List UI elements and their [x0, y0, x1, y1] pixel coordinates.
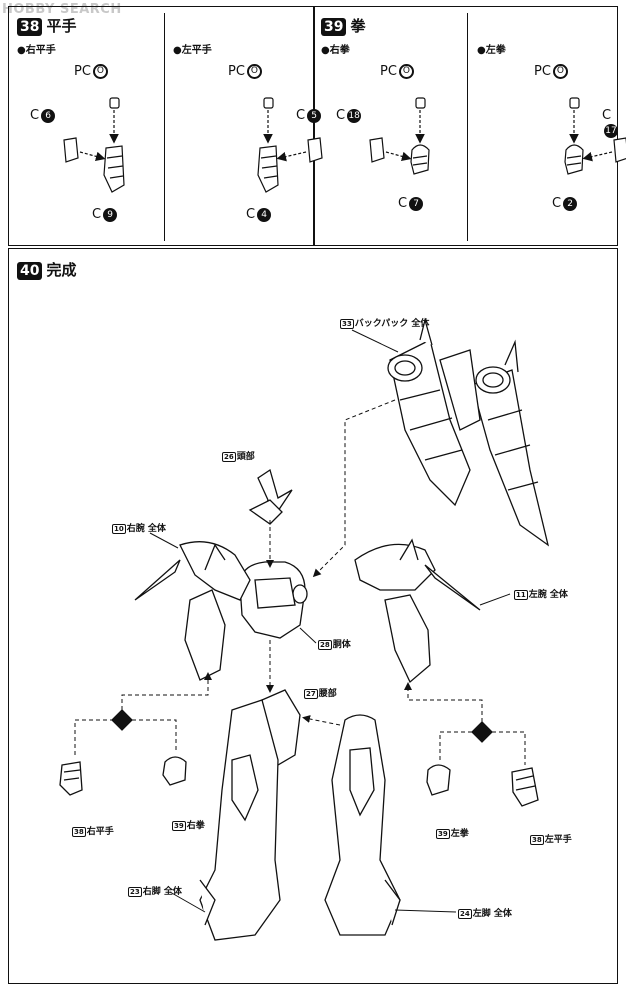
sub-title-left-flat: ●左平手 — [173, 45, 212, 56]
left-arm-illustration — [354, 538, 481, 684]
assembled-right-fist — [162, 756, 187, 786]
divider — [467, 13, 468, 241]
hand-assembly-illustration — [257, 97, 323, 193]
step-title: 完成 — [46, 261, 77, 279]
step-number: 38 — [17, 18, 43, 36]
watermark: HOBBY SEARCH — [2, 2, 122, 17]
option-marker — [111, 709, 133, 731]
hand-assembly-illustration — [369, 97, 430, 175]
assembled-right-flat-hand — [59, 761, 83, 796]
assembled-left-fist — [426, 764, 451, 796]
sub-title-left-fist: ●左拳 — [477, 45, 506, 56]
sub-title-right-fist: ●右拳 — [321, 45, 350, 56]
hand-assembly-illustration — [63, 97, 125, 193]
head-illustration — [248, 468, 293, 525]
backpack-illustration — [387, 317, 550, 547]
left-leg-illustration — [324, 714, 401, 936]
step-title: 拳 — [350, 17, 366, 35]
divider — [164, 13, 165, 241]
assembled-left-flat-hand — [511, 767, 539, 807]
step-title: 平手 — [46, 17, 77, 35]
sub-title-right-flat: ●右平手 — [17, 45, 56, 56]
step-number: 39 — [321, 18, 347, 36]
right-arm-illustration — [134, 541, 251, 681]
step-number: 40 — [17, 262, 43, 280]
torso-illustration — [239, 561, 308, 639]
hand-assembly-illustration — [564, 97, 626, 175]
option-marker — [471, 721, 493, 743]
right-leg-illustration — [199, 699, 281, 941]
side-part-label: C17 — [602, 108, 618, 138]
